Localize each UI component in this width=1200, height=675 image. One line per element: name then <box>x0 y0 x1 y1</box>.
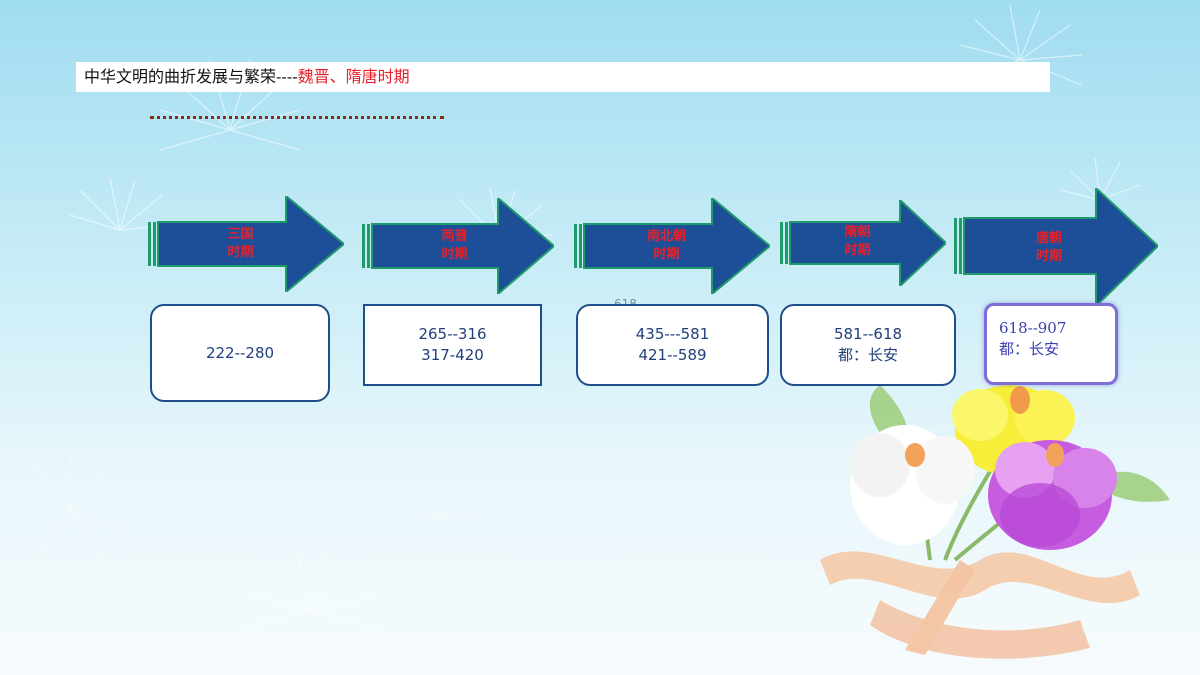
timeline-arrow-liangjin: 两晋 时期 <box>362 198 554 294</box>
white-flower <box>850 425 975 545</box>
arrow-label-line2: 时期 <box>1035 249 1062 264</box>
arrow-label-line1: 唐朝 <box>1035 231 1062 246</box>
arrow-label-line1: 隋朝 <box>844 225 871 240</box>
date-line: 222--280 <box>205 343 275 362</box>
stray-text: 618 <box>614 297 637 305</box>
arrow-label-line1: 两晋 <box>441 229 468 244</box>
date-line: 都：长安 <box>999 340 1060 358</box>
title-highlight: 魏晋、隋唐时期 <box>297 67 410 86</box>
ribbon-decoration <box>820 551 1140 659</box>
date-line: 都：长安 <box>837 346 898 364</box>
timeline-arrow-nanbeichao: 南北朝 时期 <box>574 198 770 294</box>
date-box-sui: 581--618 都：长安 <box>780 304 956 386</box>
title-prefix: 中华文明的曲折发展与繁荣---- <box>84 67 298 86</box>
arrow-label-line2: 时期 <box>441 247 468 262</box>
date-line: 618--907 <box>999 319 1067 337</box>
timeline-arrow-sanguo: 三国 时期 <box>148 196 344 292</box>
slide-title: 中华文明的曲折发展与繁荣----魏晋、隋唐时期 <box>76 62 1050 92</box>
date-line: 581--618 <box>833 325 903 343</box>
date-box-tang: 618--907 都：长安 <box>984 303 1118 385</box>
date-line: 421--589 <box>638 346 707 364</box>
timeline-arrow-sui: 隋朝 时期 <box>780 200 946 286</box>
date-line: 435---581 <box>635 325 710 343</box>
arrow-label-line2: 时期 <box>844 243 871 258</box>
arrow-label-line2: 时期 <box>653 247 680 262</box>
arrow-label-line1: 三国 <box>227 227 254 242</box>
date-line: 317-420 <box>421 346 484 364</box>
arrow-label-line2: 时期 <box>227 245 254 260</box>
date-box-nanbeichao: 435---581 421--589 <box>576 304 769 386</box>
date-line: 265--316 <box>418 325 487 343</box>
dotted-divider <box>150 116 444 119</box>
timeline-arrow-tang: 唐朝 时期 <box>954 188 1158 306</box>
date-box-sanguo: 222--280 <box>150 304 330 402</box>
purple-flower <box>988 440 1117 550</box>
date-box-liangjin: 265--316 317-420 <box>363 304 542 386</box>
arrow-label-line1: 南北朝 <box>646 229 686 244</box>
